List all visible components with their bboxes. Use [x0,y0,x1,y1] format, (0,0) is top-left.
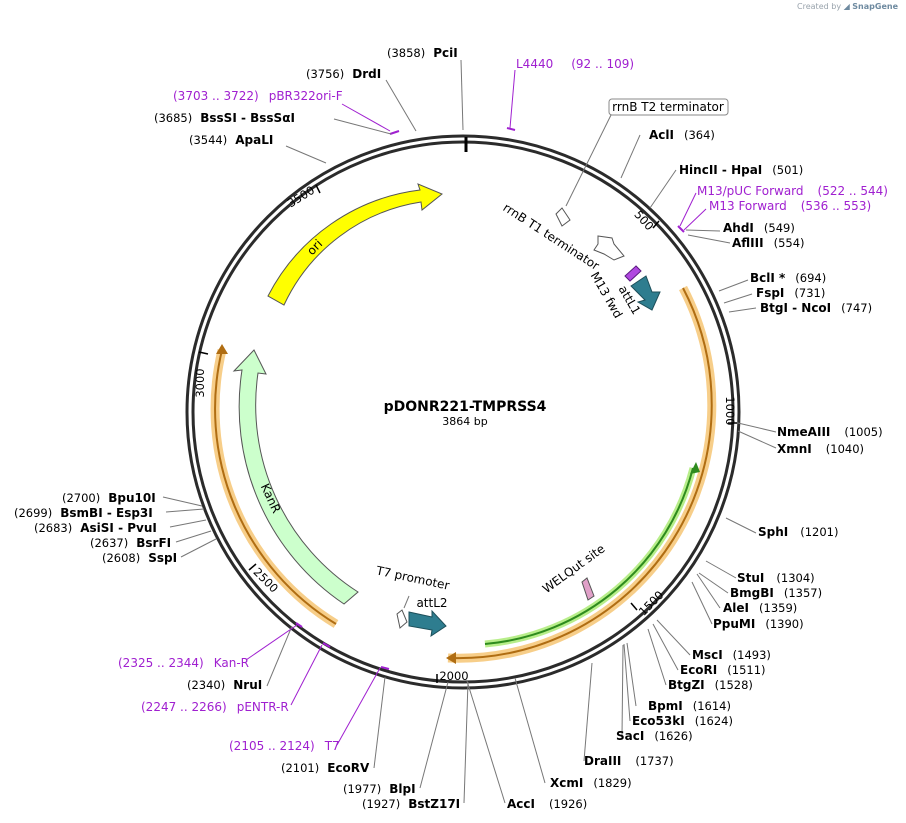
enzyme-fspi: FspI(731) [756,286,825,300]
enzyme-pcii: (3858)PciI [387,46,458,60]
welqut-feature [581,577,595,601]
orf2-arc [214,349,337,625]
primer-mark-pentr [322,642,331,648]
rrnb-t2-leader [565,112,613,207]
t7-promoter-leader [403,595,410,609]
leader-lines [162,59,777,804]
enzyme-bcli: BclI *(694) [750,271,826,285]
enzyme-btgi: BtgI - NcoI(747) [760,301,872,315]
enzyme-btgzi: BtgZI(1528) [668,678,753,692]
rrnb-t1-label: rrnB T1 terminator [501,200,602,273]
tick-marks [198,184,737,683]
credit-brand: SnapGene [852,2,898,11]
primer-leader-lines [245,69,707,746]
rrnb-t2-box [608,98,729,116]
kanr-feature [232,349,359,605]
credit-prefix: Created by [797,2,842,11]
orf-arc [451,287,713,660]
enzyme-ecorv: (2101)EcoRV [281,761,370,775]
primer-mark-m13 [677,225,685,233]
primer-mark-pbr322 [389,130,400,135]
enzyme-saci: SacI(1626) [616,729,693,743]
rrnb-t2-feature [555,207,571,227]
rrnb-t2-label: rrnB T2 terminator [612,100,724,114]
snapgene-logo-icon: ◢ [843,2,850,11]
tick-3000: 3000 [193,368,207,397]
orf2-arrowhead [216,344,228,354]
primer-mark-t7 [380,666,390,670]
t7-promoter-feature [396,609,408,629]
backbone-outer [185,134,741,690]
enzyme-apali: (3544)ApaLI [189,133,273,147]
backbone-inner [191,140,735,684]
enzyme-nrui: (2340)NruI [187,678,262,692]
enzyme-draiii: DraIII(1737) [584,754,674,768]
enzyme-ahdi: AhdI(549) [723,221,795,235]
enzyme-hincii: HincII - HpaI(501) [679,163,803,177]
primer-m13-forward: M13 Forward(536 .. 553) [709,199,871,213]
enzyme-msci: MscI(1493) [692,648,771,662]
primer-mark-l4440 [506,127,516,131]
orf-arc-glow [447,285,717,663]
primer-t7: (2105 .. 2124)T7 [229,739,340,753]
m13-fwd-feature [624,265,642,282]
enzyme-sspi: (2608)SspI [102,551,177,565]
enzyme-stui: StuI(1304) [737,571,815,585]
attl2-label: attL2 [416,596,447,610]
tick-2000: 2000 [439,669,468,683]
welq-arc [484,467,694,645]
enzyme-bmgbi: BmgBI(1357) [730,586,822,600]
primer-m13-puc-forward: M13/pUC Forward(522 .. 544) [697,184,888,198]
primer-l4440: L4440(92 .. 109) [516,57,634,71]
attl1-feature [630,275,661,311]
enzyme-bsmbi: (2699)BsmBI - Esp3I [14,506,153,520]
enzyme-acci: AccI(1926) [507,797,587,811]
primer-pbr322ori-f: (3703 .. 3722)pBR322ori-F [173,89,343,103]
enzyme-ppumi: PpuMI(1390) [713,617,804,631]
enzyme-eco53ki: Eco53kI(1624) [632,714,733,728]
primer-mark-kanr [295,622,303,628]
enzyme-bpu10i: (2700)Bpu10I [62,491,156,505]
plasmid-name: pDONR221-TMPRSS4 [384,399,547,415]
enzyme-afliii: AflIII(554) [732,236,805,250]
enzyme-bsssi: (3685)BssSI - BssSαI [154,111,295,125]
enzyme-bsrfi: (2637)BsrFI [90,536,171,550]
enzyme-asisi: (2683)AsiSI - PvuI [34,521,157,535]
enzyme-blpi: (1977)BlpI [343,782,416,796]
plasmid-length: 3864 bp [442,415,487,428]
enzyme-drdi: (3756)DrdI [306,67,381,81]
enzyme-nmeaiii: NmeAIII(1005) [777,425,883,439]
rrnb-t1-feature [593,235,625,261]
enzyme-acli: AclI(364) [649,128,715,142]
tick-1000: 1000 [723,396,737,425]
welqut-label: WELQut site [540,542,608,596]
enzyme-alei: AleI(1359) [723,601,797,615]
orf-arrowhead [446,652,456,664]
t7-promoter-label: T7 promoter [374,563,451,592]
enzyme-xcmi: XcmI(1829) [550,776,632,790]
attl2-feature [408,609,447,638]
welq-arrowhead [690,462,700,474]
primer-kan-r: (2325 .. 2344)Kan-R [118,656,249,670]
enzyme-bpmi: BpmI(1614) [648,699,731,713]
enzyme-bstz17i: (1927)BstZ17I [362,797,460,811]
snapgene-credit: Created by ◢ SnapGene [797,2,898,11]
primer-pentr-r: (2247 .. 2266)pENTR-R [141,700,289,714]
enzyme-ecori: EcoRI(1511) [680,663,766,677]
enzyme-sphi: SphI(1201) [758,525,839,539]
enzyme-xmni: XmnI(1040) [777,442,864,456]
ori-feature [267,183,443,306]
